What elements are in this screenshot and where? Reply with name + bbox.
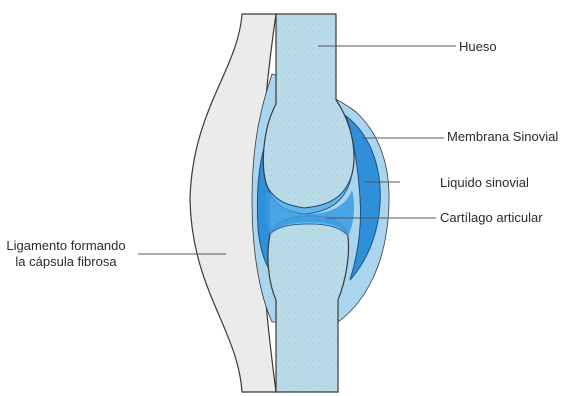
label-hueso: Hueso (459, 39, 497, 55)
label-membrana-sinovial: Membrana Sinovial (447, 129, 558, 145)
lower-bone (268, 216, 349, 392)
label-liquido-sinovial: Liquido sinovial (440, 175, 529, 191)
label-cartilago-articular: Cartílago articular (440, 210, 543, 226)
upper-bone (263, 14, 354, 208)
label-ligamento: Ligamento formando la cápsula fibrosa (6, 238, 126, 270)
